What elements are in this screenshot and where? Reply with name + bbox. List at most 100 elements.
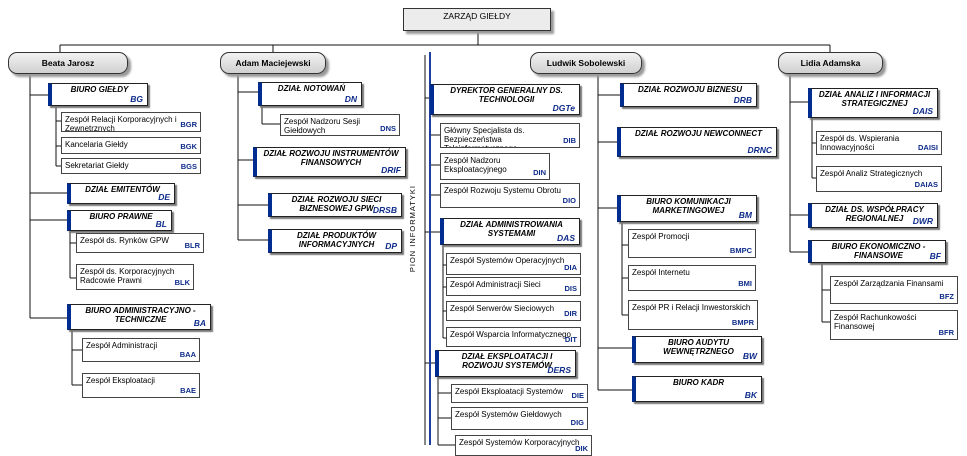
management-board-box[interactable]: ZARZĄD GIEŁDY [403,8,551,31]
unit-name: Zespół Rozwoju Systemu Obrotu [444,186,561,195]
unit-name: Sekretariat Giełdy [65,161,129,170]
unit-code: DWR [912,216,933,226]
team-box-dib[interactable]: Główny Specjalista ds. Bezpieczeństwa Te… [440,123,580,148]
unit-code: DAIAS [914,180,938,189]
unit-name: Zespół PR i Relacji Inwestorskich [632,303,751,312]
unit-code: BM [738,210,752,220]
unit-name: Zespół Nadzoru Eksploatacyjnego [444,156,507,174]
unit-code: BK [744,390,757,400]
it-division-label: PION INFORMATYKI [408,185,417,273]
unit-name: Zespół Rachunkowości Finansowej [834,313,917,331]
head-ludwik-sobolewski[interactable]: Ludwik Sobolewski [530,52,642,74]
unit-code: DRSB [372,205,397,215]
unit-name: BIURO ADMINISTRACYJNO - TECHNICZNE [85,306,196,324]
team-box-dns[interactable]: Zespół Nadzoru Sesji Giełdowych DNS [280,114,400,136]
unit-name: Zespół Internetu [632,268,690,277]
unit-code: BGS [180,162,197,171]
team-box-bgs[interactable]: Sekretariat Giełdy BGS [61,158,201,174]
unit-name: Kancelaria Giełdy [65,140,128,149]
unit-code: DRIF [381,165,401,175]
unit-code: DIB [563,136,576,145]
unit-name: Zespół Zarządzania Finansami [834,279,944,288]
unit-name: BIURO AUDYTU WEWNĘTRZNEGO [663,338,734,356]
unit-name: DZIAŁ ROZWOJU BIZNESU [638,85,742,94]
unit-name: DZIAŁ EMITENTÓW [85,185,160,194]
head-label: Ludwik Sobolewski [546,57,626,68]
unit-code: BL [155,219,167,229]
unit-code: BAE [180,386,196,395]
unit-code: BAA [179,350,196,359]
unit-name: BIURO GIEŁDY [70,85,129,94]
unit-code: BFZ [939,292,954,301]
unit-code: DIK [575,444,588,453]
unit-code: DN [344,94,357,104]
unit-code: BMI [738,279,752,288]
unit-name: BIURO PRAWNE [89,212,153,221]
unit-name: Zespół ds. Rynków GPW [80,236,169,245]
head-lidia-adamska[interactable]: Lidia Adamska [778,52,883,74]
unit-code: BMPR [731,318,754,327]
unit-name: Zespół Systemów Korporacyjnych [459,438,580,447]
unit-code: BGR [180,120,197,129]
head-adam-maciejewski[interactable]: Adam Maciejewski [220,52,326,74]
unit-code: DNS [380,124,396,133]
unit-name: Zespół Systemów Giełdowych [455,410,562,419]
unit-code: DIS [564,284,577,293]
department-box-bw[interactable]: BIURO AUDYTU WEWNĘTRZNEGO BW [632,336,762,363]
unit-name: BIURO EKONOMICZNO - FINANSOWE [831,242,926,260]
unit-name: Zespół Nadzoru Sesji Giełdowych [284,117,361,135]
team-box-blk[interactable]: Zespół ds. Korporacyjnych Radcowie Prawn… [76,264,194,290]
unit-name: Zespół Administracji Sieci [450,280,541,289]
unit-code: BA [193,318,206,328]
unit-code: BMPC [729,246,752,255]
management-board-label: ZARZĄD GIEŁDY [443,11,511,21]
unit-name: Zespół Relacji Korporacyjnych i Zewnętrz… [65,115,177,132]
unit-name: Zespół Wsparcia Informatycznego [450,330,571,339]
team-box-bgr[interactable]: Zespół Relacji Korporacyjnych i Zewnętrz… [61,112,201,132]
head-label: Beata Jarosz [41,57,95,68]
team-box-dis[interactable]: Zespół Administracji Sieci DIS [446,277,581,296]
unit-name: DZIAŁ PRODUKTÓW INFORMACYJNYCH [296,231,377,249]
unit-code: BW [742,351,757,361]
unit-name: Zespół Analiz Strategicznych [820,169,923,178]
head-beata-jarosz[interactable]: Beata Jarosz [8,52,128,74]
